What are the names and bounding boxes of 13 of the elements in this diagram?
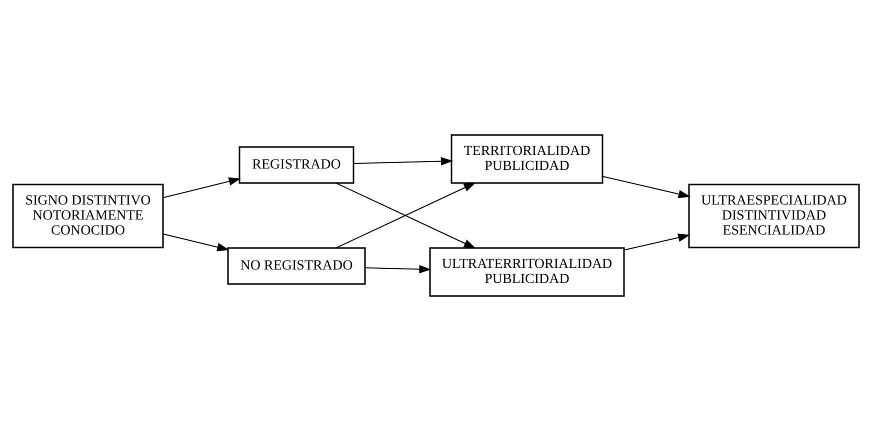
node-box: REGISTRADO (238, 146, 354, 184)
arrow (162, 232, 229, 251)
arrow (364, 264, 431, 273)
node-box: ULTRATERRITORIALIDAD PUBLICIDAD (428, 246, 624, 296)
node-box: TERRITORIALIDAD PUBLICIDAD (450, 134, 603, 184)
arrow (352, 156, 452, 165)
node-box: NO REGISTRADO (226, 246, 366, 284)
arrow (335, 182, 476, 248)
node-box: SIGNO DISTINTIVO NOTORIAMENTE CONOCIDO (12, 183, 164, 248)
arrow (623, 233, 690, 250)
arrow (602, 175, 690, 198)
node-box: ULTRAESPECIALIDAD DISTINTIVIDAD ESENCIALIDAD (688, 183, 860, 248)
arrow (162, 176, 240, 198)
